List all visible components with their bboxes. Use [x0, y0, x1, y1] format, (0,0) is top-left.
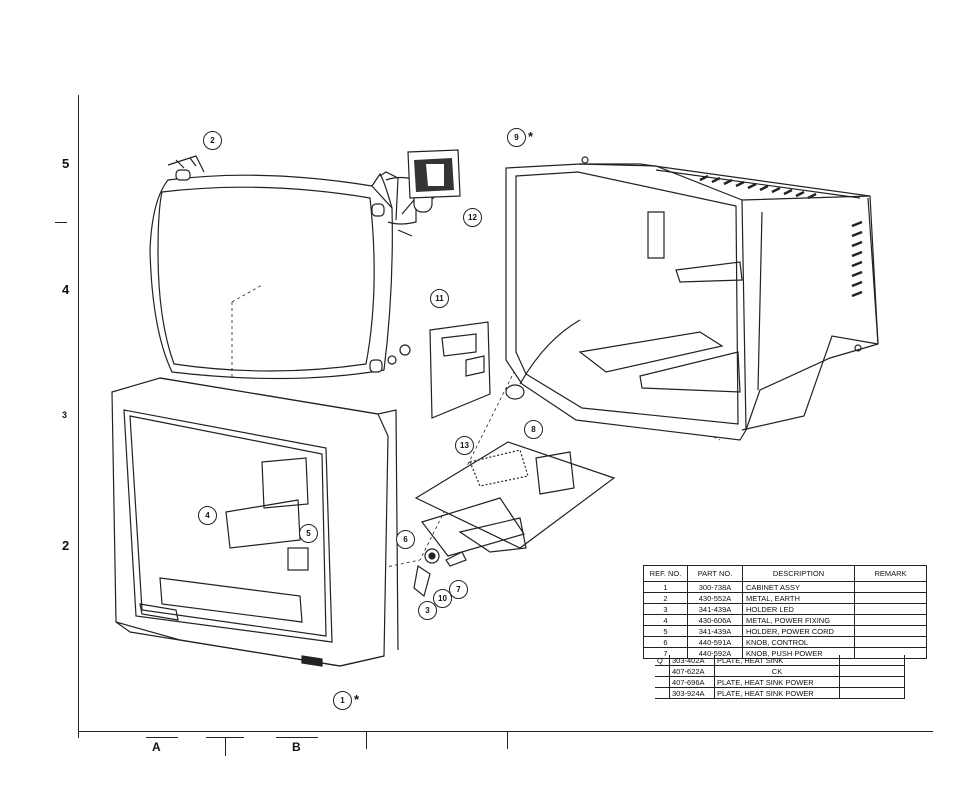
callout-1: 1: [333, 691, 352, 710]
cell-desc: KNOB, CONTROL: [742, 636, 855, 648]
header-description: DESCRIPTION: [742, 565, 855, 582]
zone-divider: [225, 738, 226, 756]
zone-label-b: B: [292, 740, 301, 754]
cell-part: 341-439A: [687, 603, 743, 615]
cell-ref: 5: [643, 625, 688, 637]
cell-part: 430-552A: [687, 592, 743, 604]
callout-5: 5: [299, 524, 318, 543]
cell-ref: 6: [643, 636, 688, 648]
cell-desc: HOLDER, POWER CORD: [742, 625, 855, 637]
margin-number: 3: [62, 410, 68, 420]
callout-12: 12: [463, 208, 482, 227]
margin-number: 2: [62, 538, 70, 553]
callout-10: 10: [433, 589, 452, 608]
cell-remark: [854, 592, 927, 604]
callout-9: 9: [507, 128, 526, 147]
margin-number: 5: [62, 156, 70, 171]
cell-part: 303-402A: [669, 655, 715, 666]
zone-label-a: A: [152, 740, 161, 754]
cell-desc: CK: [714, 665, 840, 677]
callout-13: 13: [455, 436, 474, 455]
asterisk: *: [528, 129, 534, 144]
cell-desc: PLATE, HEAT SINK POWER: [714, 676, 840, 688]
cell-part: 407-696A: [669, 676, 715, 688]
zone-mid-bar: [206, 737, 244, 738]
zone-a-bar: [146, 737, 178, 738]
back-cover: [505, 156, 879, 441]
callout-2: 2: [203, 131, 222, 150]
zone-divider: [507, 731, 508, 749]
callout-3: 3: [418, 601, 437, 620]
main-board: [413, 441, 616, 598]
margin-number: 4: [62, 282, 70, 297]
picture-tube: [149, 155, 437, 380]
cell-part: 303-924A: [669, 687, 715, 699]
zone-divider: [366, 731, 367, 749]
parts-table-header: REF. NO. PART NO. DESCRIPTION REMARK: [643, 565, 927, 582]
cell-remark: [839, 665, 905, 677]
cell-ref: Q: [655, 655, 670, 666]
callout-11: 11: [430, 289, 449, 308]
cell-ref: [655, 687, 670, 699]
left-border-line: [78, 95, 79, 738]
cell-desc: METAL, EARTH: [742, 592, 855, 604]
cell-remark: [839, 687, 905, 699]
header-remark: REMARK: [854, 565, 927, 582]
zone-tick: [55, 222, 67, 223]
cell-ref: 3: [643, 603, 688, 615]
cell-desc: HOLDER LED: [742, 603, 855, 615]
callout-8: 8: [524, 420, 543, 439]
cell-remark: [839, 676, 905, 688]
cell-ref: 4: [643, 614, 688, 626]
cell-remark: [839, 655, 905, 666]
zone-b-bar: [276, 737, 318, 738]
cell-desc: CABINET ASSY: [742, 581, 855, 593]
cell-ref: 2: [643, 592, 688, 604]
callout-6: 6: [396, 530, 415, 549]
cell-remark: [854, 625, 927, 637]
header-ref: REF. NO.: [643, 565, 688, 582]
cell-remark: [854, 581, 927, 593]
cell-part: 341-439A: [687, 625, 743, 637]
cell-part: 430-606A: [687, 614, 743, 626]
power-bracket: [387, 321, 491, 419]
cell-part: 407-622A: [669, 665, 715, 677]
vent-slots: [699, 174, 863, 298]
cell-desc: PLATE, HEAT SINK POWER: [714, 687, 840, 699]
cell-part: 300-738A: [687, 581, 743, 593]
bottom-border-line: [78, 731, 933, 732]
cell-remark: [854, 636, 927, 648]
cell-desc: PLATE, HEAT SINK: [714, 655, 840, 666]
cell-part: 440-591A: [687, 636, 743, 648]
cell-remark: [854, 614, 927, 626]
cell-desc: METAL, POWER FIXING: [742, 614, 855, 626]
front-cabinet: [111, 377, 399, 667]
callout-7: 7: [449, 580, 468, 599]
callout-4: 4: [198, 506, 217, 525]
header-part: PART NO.: [687, 565, 743, 582]
neck-board: [407, 149, 461, 199]
asterisk: *: [354, 692, 360, 707]
cell-ref: [655, 665, 670, 677]
cell-ref: [655, 676, 670, 688]
cell-remark: [854, 603, 927, 615]
cell-ref: 1: [643, 581, 688, 593]
